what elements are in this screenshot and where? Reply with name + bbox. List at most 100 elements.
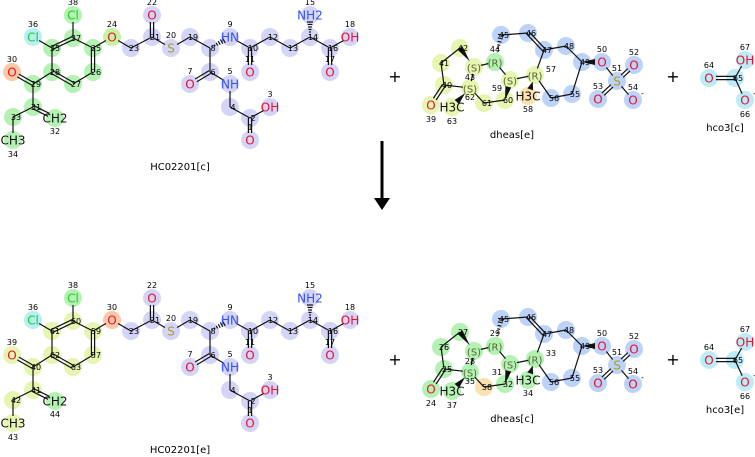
bond bbox=[92, 322, 107, 332]
atom-number: 2 bbox=[250, 397, 255, 406]
atom-number: 9 bbox=[227, 303, 232, 312]
atom-highlight bbox=[24, 28, 42, 46]
plus-sign: + bbox=[666, 350, 679, 369]
bond bbox=[536, 49, 545, 69]
bond bbox=[470, 73, 474, 82]
atom-symbol: CH3 bbox=[0, 417, 25, 431]
atom-number: 15 bbox=[305, 0, 315, 7]
atom-symbol: CH3 bbox=[0, 134, 25, 148]
atom-symbol: Cl bbox=[67, 292, 79, 306]
bond bbox=[209, 354, 225, 364]
bond bbox=[443, 84, 464, 88]
atom-number: 10 bbox=[248, 44, 258, 53]
bond bbox=[497, 37, 503, 40]
atom-symbol: (S) bbox=[503, 77, 517, 88]
atom-number: 65 bbox=[733, 356, 743, 365]
plus-sign: + bbox=[388, 350, 401, 369]
atom-number: 3 bbox=[267, 90, 272, 99]
atom-number: 18 bbox=[345, 20, 355, 29]
atom-number: 35 bbox=[50, 44, 60, 53]
bond bbox=[249, 392, 265, 402]
bond bbox=[92, 39, 107, 49]
atom-number: 25 bbox=[442, 365, 452, 374]
atom-symbol: O bbox=[245, 66, 254, 80]
atom-number: 5 bbox=[227, 67, 232, 76]
bond bbox=[528, 315, 546, 334]
atom-number: 4 bbox=[230, 103, 235, 112]
bond bbox=[474, 376, 485, 388]
bond bbox=[571, 61, 583, 95]
atom-number: 23 bbox=[129, 44, 139, 53]
bond bbox=[603, 370, 614, 380]
atom-symbol: OH bbox=[261, 101, 279, 115]
atom-symbol: (S) bbox=[463, 369, 477, 380]
atom-number: 61 bbox=[482, 99, 492, 108]
atom-symbol: HN bbox=[221, 314, 239, 328]
bond bbox=[440, 62, 445, 86]
bond bbox=[621, 85, 629, 96]
charge-label: - bbox=[753, 89, 755, 98]
atom-number: 23 bbox=[129, 327, 139, 336]
bond bbox=[33, 105, 50, 114]
atom-symbol: O bbox=[245, 417, 254, 431]
atom-highlight bbox=[625, 56, 643, 74]
atom-highlight bbox=[301, 289, 319, 307]
compound-name: hco3[c] bbox=[706, 123, 744, 134]
bond bbox=[526, 317, 544, 336]
bond bbox=[209, 71, 225, 81]
plus-sign: + bbox=[666, 67, 679, 86]
bond bbox=[52, 70, 75, 84]
atom-number: 29 bbox=[31, 80, 41, 89]
atom-highlight bbox=[625, 340, 643, 358]
bond bbox=[215, 325, 219, 329]
bond bbox=[269, 36, 291, 49]
atom-number: 29 bbox=[490, 329, 500, 338]
atom-highlight bbox=[608, 356, 626, 374]
bond bbox=[32, 71, 53, 85]
atom-symbol: O bbox=[7, 66, 16, 80]
atom-number: 62 bbox=[465, 93, 475, 102]
bond bbox=[33, 388, 50, 397]
atom-symbol: O bbox=[185, 361, 194, 375]
bond bbox=[12, 106, 34, 118]
atom-number: 3 bbox=[267, 373, 272, 382]
atom-symbol: (S) bbox=[503, 361, 517, 372]
atom-highlight bbox=[501, 71, 519, 89]
bond bbox=[499, 350, 506, 360]
atom-symbol: O bbox=[628, 94, 637, 108]
bond bbox=[269, 319, 291, 332]
atom-highlight bbox=[162, 322, 180, 340]
atom-number: 52 bbox=[629, 48, 639, 57]
atom-symbol: O bbox=[629, 343, 638, 357]
bond bbox=[196, 72, 212, 83]
atom-number: 55 bbox=[570, 374, 580, 383]
bond bbox=[176, 319, 191, 329]
atom-number: 13 bbox=[288, 327, 298, 336]
bond bbox=[734, 359, 743, 376]
bond bbox=[196, 355, 212, 366]
charge-label: - bbox=[641, 373, 644, 382]
bond bbox=[51, 319, 73, 331]
bond bbox=[38, 322, 53, 332]
bond bbox=[194, 353, 210, 363]
atom-highlight bbox=[103, 311, 121, 329]
bond bbox=[516, 75, 529, 80]
atom-symbol: H3C bbox=[439, 385, 464, 399]
atom-number: 20 bbox=[166, 31, 176, 40]
atom-number: 27 bbox=[71, 80, 81, 89]
atom-highlight bbox=[589, 374, 607, 392]
bond bbox=[18, 356, 35, 367]
atom-number: 39 bbox=[7, 338, 17, 347]
bond bbox=[536, 333, 545, 353]
atom-number: 14 bbox=[308, 316, 318, 325]
atom-highlight bbox=[321, 63, 339, 81]
bond bbox=[483, 99, 506, 104]
atom-highlight bbox=[422, 380, 440, 398]
atom-highlight bbox=[461, 363, 479, 381]
atom-number: 8 bbox=[210, 44, 215, 53]
atom-number: 31 bbox=[31, 103, 41, 112]
atom-highlight bbox=[181, 75, 199, 93]
atom-symbol: O bbox=[628, 378, 637, 392]
bond bbox=[538, 80, 552, 99]
